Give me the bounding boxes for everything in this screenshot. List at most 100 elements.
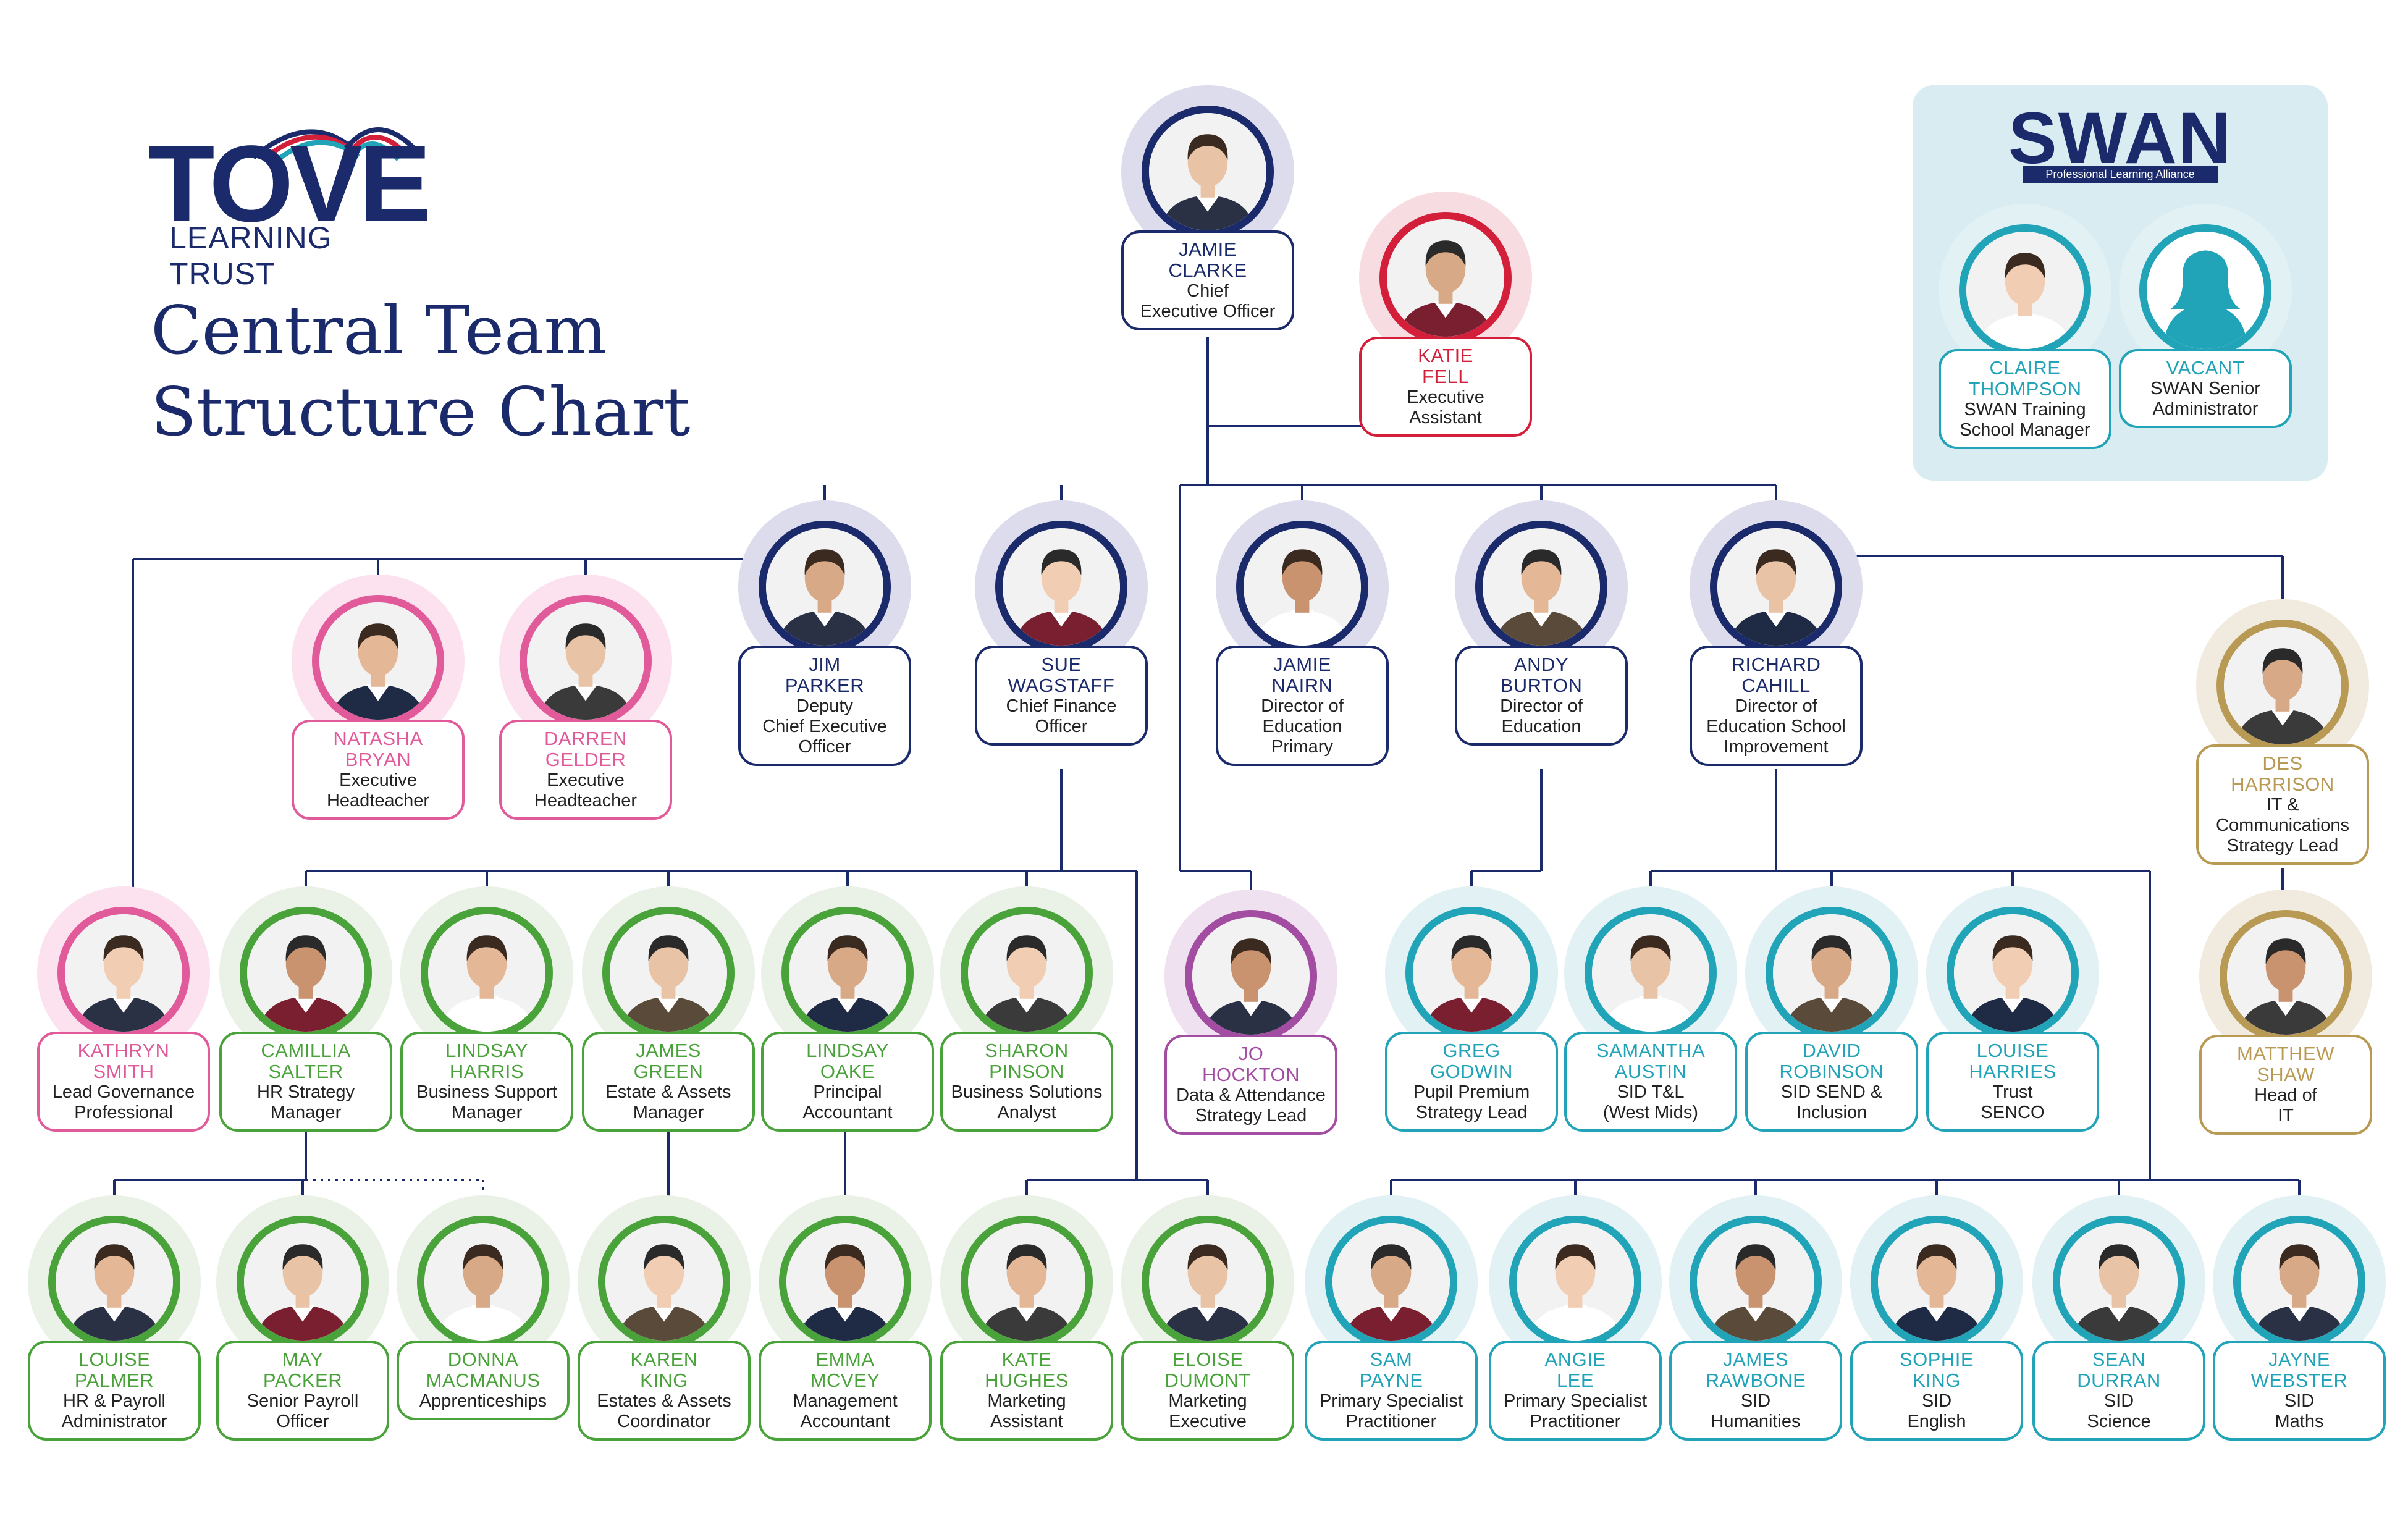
person-role-line: Estates & Assets: [597, 1391, 731, 1411]
person-first-name: LOUISE: [78, 1349, 151, 1370]
person-first-name: JAMES: [1723, 1349, 1788, 1370]
avatar: [421, 907, 553, 1039]
person-first-name: JAMIE: [1179, 238, 1237, 260]
person-last-name: HARRIS: [449, 1061, 524, 1082]
person-first-name: ANGIE: [1544, 1349, 1606, 1370]
person-first-name: EMMA: [815, 1349, 875, 1370]
person-first-name: MATTHEW: [2237, 1043, 2334, 1064]
person-role-line: Apprenticeships: [419, 1391, 547, 1411]
person-role-line: Communications: [2216, 815, 2349, 835]
person-last-name: CLARKE: [1168, 259, 1247, 281]
avatar: [961, 907, 1093, 1039]
person-role-line: Officer: [276, 1412, 329, 1431]
person-last-name: PAYNE: [1359, 1370, 1423, 1391]
person-role-line: Trust: [1992, 1082, 2033, 1102]
person-role-line: SID: [2284, 1391, 2315, 1411]
person-last-name: ROBINSON: [1779, 1061, 1884, 1082]
person-last-name: NAIRN: [1271, 675, 1333, 696]
person-role-line: Director of: [1500, 696, 1583, 716]
person-last-name: THOMPSON: [1968, 378, 2082, 400]
person-last-name: SMITH: [93, 1061, 154, 1082]
person-first-name: RICHARD: [1731, 654, 1821, 675]
avatar: [2216, 620, 2349, 752]
person-last-name: WAGSTAFF: [1008, 675, 1115, 696]
person-role-line: IT: [2278, 1106, 2294, 1126]
person-role-line: Education: [1262, 717, 1342, 736]
person-first-name: DONNA: [447, 1349, 519, 1370]
person-first-name: SAM: [1370, 1349, 1413, 1370]
avatar: [312, 595, 444, 727]
person-role-line: Data & Attendance: [1176, 1085, 1326, 1105]
person-first-name: CAMILLIA: [261, 1040, 351, 1061]
person-first-name: SHARON: [985, 1040, 1069, 1061]
person-role-line: Administrator: [2152, 399, 2259, 419]
person-role-line: Chief: [1187, 281, 1229, 301]
person-first-name: JAYNE: [2268, 1349, 2331, 1370]
person-role-line: (West Mids): [1602, 1103, 1699, 1122]
person-role-line: SID: [1921, 1391, 1952, 1411]
person-role-line: SID: [2103, 1391, 2134, 1411]
person-role-line: Marketing: [1168, 1391, 1247, 1411]
person-role-line: Strategy Lead: [1415, 1103, 1528, 1122]
person-role-line: Officer: [1035, 717, 1088, 736]
avatar: [759, 521, 891, 653]
person-last-name: SALTER: [268, 1061, 343, 1082]
person-first-name: KATE: [1001, 1349, 1052, 1370]
person-role-line: Education School: [1706, 717, 1846, 736]
person-last-name: MACMANUS: [426, 1370, 541, 1391]
avatar: [240, 907, 372, 1039]
person-role-line: Executive: [1407, 387, 1484, 407]
person-first-name: DES: [2262, 752, 2303, 774]
person-role-line: Manager: [270, 1103, 342, 1122]
avatar: [779, 1216, 911, 1348]
person-first-name: KATHRYN: [77, 1040, 170, 1061]
person-role-line: Deputy: [796, 696, 853, 716]
avatar: [602, 907, 735, 1039]
person-last-name: BRYAN: [345, 749, 411, 770]
avatar: [1871, 1216, 2003, 1348]
person-role-line: Strategy Lead: [2226, 836, 2339, 856]
person-first-name: JO: [1238, 1043, 1264, 1064]
person-last-name: KING: [640, 1370, 688, 1391]
person-role-line: Marketing: [987, 1391, 1066, 1411]
avatar: [520, 595, 652, 727]
person-first-name: SUE: [1041, 654, 1082, 675]
avatar: [961, 1216, 1093, 1348]
avatar: [1585, 907, 1717, 1039]
person-role-line: Practitioner: [1345, 1412, 1437, 1431]
person-role-line: Lead Governance: [52, 1082, 195, 1102]
person-last-name: BURTON: [1500, 675, 1583, 696]
person-role-line: Head of: [2254, 1085, 2317, 1105]
page-title: Central Team Structure Chart: [151, 290, 691, 453]
person-last-name: GREEN: [633, 1061, 704, 1082]
person-role-line: SID T&L: [1617, 1082, 1685, 1102]
person-role-line: Manager: [633, 1103, 704, 1122]
person-role-line: Chief Executive: [762, 717, 887, 736]
title-line-1: Central Team: [151, 292, 607, 369]
logo-wordmark: TOVE: [148, 124, 431, 245]
avatar: [1142, 106, 1274, 238]
person-role-line: Coordinator: [617, 1412, 711, 1431]
person-first-name: KAREN: [630, 1349, 698, 1370]
person-role-line: Headteacher: [326, 791, 430, 810]
person-role-line: Estate & Assets: [605, 1082, 731, 1102]
person-first-name: LOUISE: [1976, 1040, 2049, 1061]
logo-subtitle: LEARNING TRUST: [169, 221, 332, 291]
